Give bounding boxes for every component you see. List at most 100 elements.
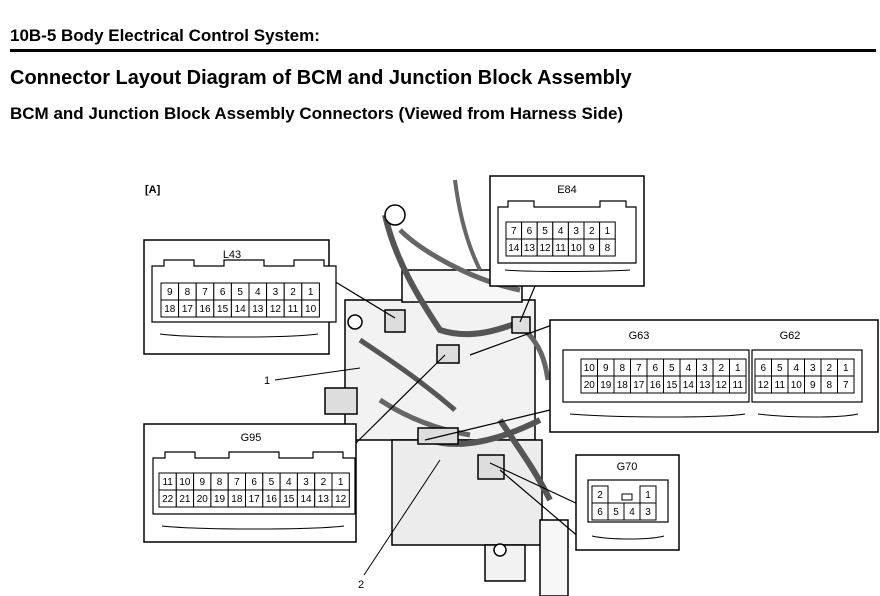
pin-number: 5 [777,363,783,374]
pin-number: 2 [826,363,832,374]
pin-number: 2 [589,226,595,237]
pin-number: 13 [252,304,264,315]
pin-cell [639,502,657,521]
callout-1: 1 [264,375,270,387]
pin-number: 1 [843,363,849,374]
pin-number: 10 [791,380,803,391]
pin-number: 12 [539,243,551,254]
pin-number: 12 [716,380,728,391]
pin-number: 14 [683,380,695,391]
pin-number: 18 [617,380,629,391]
pin-number: 2 [321,477,327,488]
pin-number: 21 [179,494,191,505]
pin-number: 2 [290,287,296,298]
pin-number: 6 [760,363,766,374]
callout-2: 2 [358,579,364,591]
pin-number: 20 [197,494,209,505]
pin-number: 11 [162,477,173,488]
pin-number: 4 [286,477,292,488]
pin-number: 6 [597,507,603,518]
pin-number: 4 [629,507,635,518]
connector-e84-label: E84 [557,184,577,196]
pin-number: 1 [645,490,651,501]
callout-2-leader [363,459,441,576]
pin-number: 18 [231,494,243,505]
pin-number: 14 [300,494,312,505]
pin-number: 4 [685,363,691,374]
pin-cell [729,375,747,394]
pin-number: 2 [597,490,603,501]
pin-number: 4 [793,363,799,374]
pin-number: 15 [666,380,678,391]
pin-number: 5 [613,507,619,518]
pin-number: 13 [524,243,536,254]
pin-number: 12 [758,380,770,391]
pin-number: 11 [775,380,786,391]
page-title: Connector Layout Diagram of BCM and Junc… [10,67,632,89]
callout-1-leader [274,367,361,381]
pin-number: 4 [255,287,261,298]
pin-number: 9 [589,243,595,254]
pin-number: 9 [603,363,609,374]
pin-number: 1 [338,477,344,488]
pin-number: 3 [303,477,309,488]
pin-number: 16 [199,304,211,315]
pin-number: 3 [273,287,279,298]
bcm-junction-block-drawing [324,179,569,596]
pin-number: 8 [217,477,223,488]
pin-number: 3 [810,363,816,374]
pin-number: 11 [288,304,299,315]
pin-number: 1 [605,226,611,237]
pin-number: 15 [283,494,295,505]
pin-number: 1 [308,287,314,298]
connector-g70-label: G70 [617,461,638,473]
pin-number: 7 [202,287,208,298]
pin-number: 2 [718,363,724,374]
pin-number: 11 [555,243,566,254]
pin-number: 10 [179,477,191,488]
pin-number: 7 [511,226,517,237]
connector-g95-label: G95 [241,432,262,444]
pin-number: 9 [167,287,173,298]
pin-number: 8 [185,287,191,298]
pin-number: 16 [650,380,662,391]
connector-g63-label: G63 [629,330,650,342]
pin-number: 9 [199,477,205,488]
section-header: 10B-5 Body Electrical Control System: [10,26,320,45]
pin-number: 6 [220,287,226,298]
pin-cell [301,299,320,318]
view-label: [A] [145,184,161,196]
pin-number: 3 [702,363,708,374]
pin-number: 6 [652,363,658,374]
pin-number: 13 [699,380,711,391]
header-rule [10,49,876,52]
pin-number: 7 [636,363,642,374]
pin-number: 8 [619,363,625,374]
pin-number: 19 [214,494,226,505]
pin-number: 1 [735,363,741,374]
pin-number: 10 [584,363,596,374]
pin-number: 5 [542,226,548,237]
pin-number: 15 [217,304,229,315]
pin-number: 7 [234,477,240,488]
pin-number: 4 [558,226,564,237]
pin-number: 10 [305,304,317,315]
pin-number: 19 [600,380,612,391]
pin-number: 14 [235,304,247,315]
pin-number: 22 [162,494,174,505]
pin-cell [837,375,855,394]
connector-l43-label: L43 [223,249,241,261]
pin-number: 3 [573,226,579,237]
pin-number: 12 [335,494,347,505]
pin-number: 20 [584,380,596,391]
